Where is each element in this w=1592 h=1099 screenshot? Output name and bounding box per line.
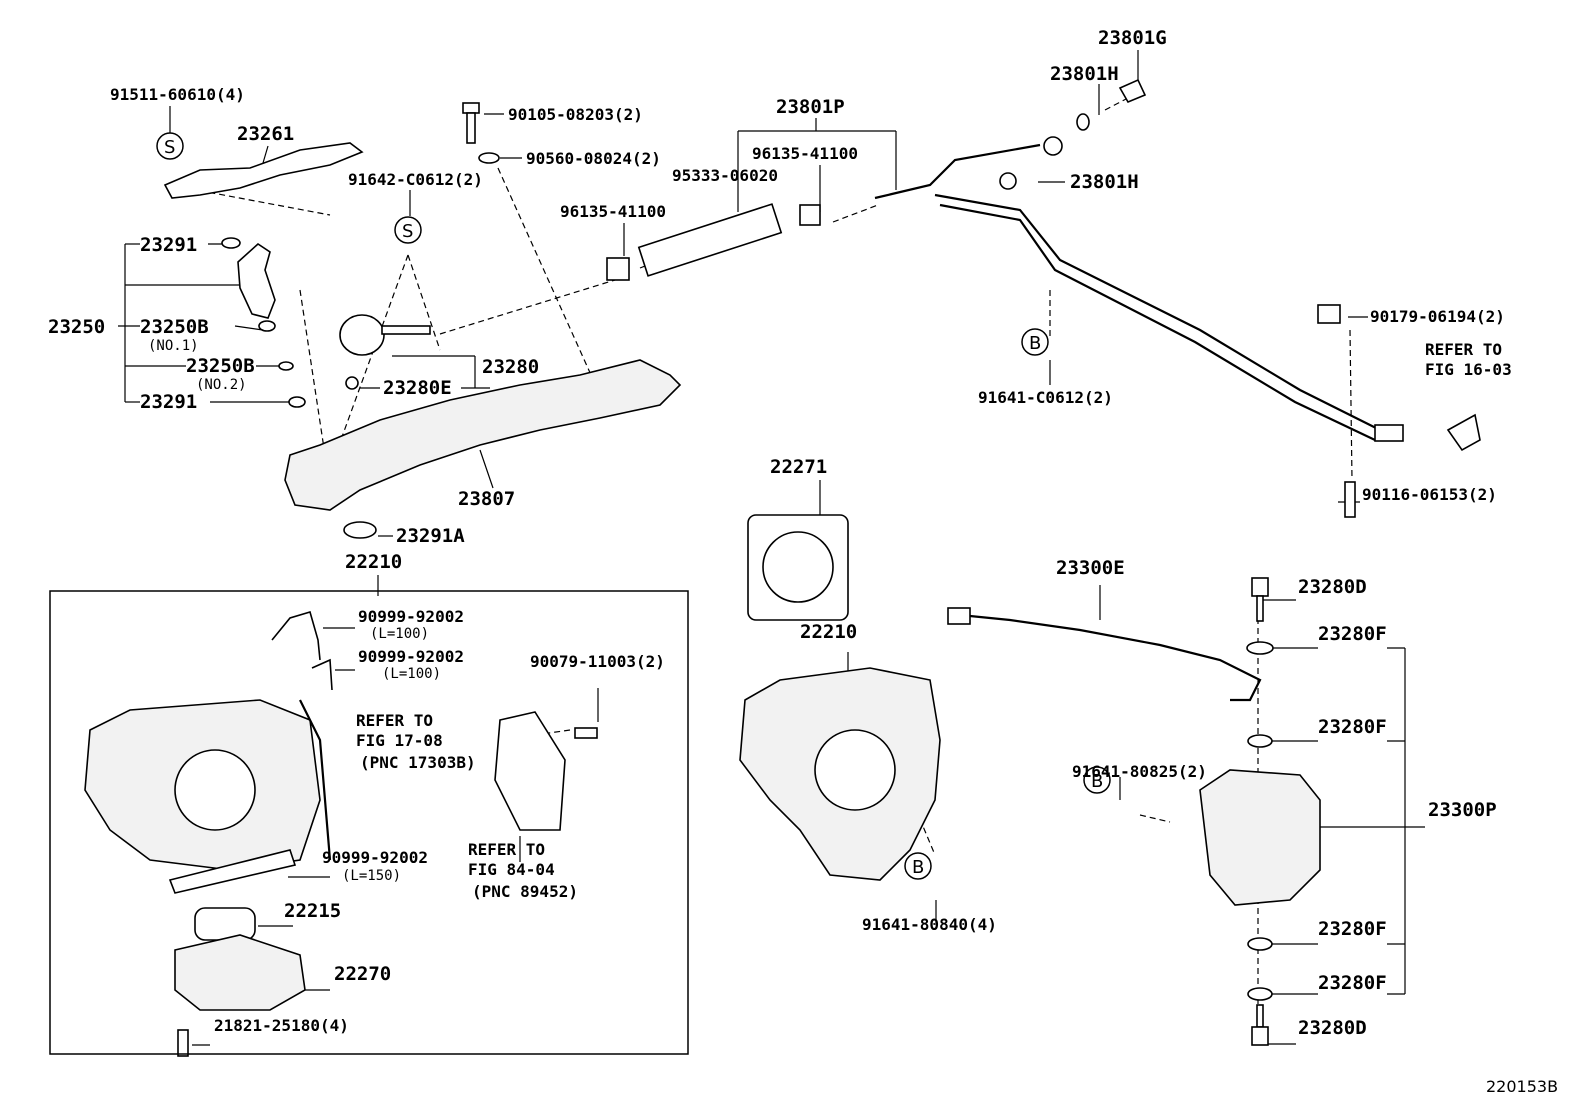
- fuel-hose-95333: [637, 203, 783, 277]
- label-refer-84-04-b: FIG 84-04: [468, 860, 555, 879]
- label-hose-3: 90999-92002: [322, 848, 428, 867]
- label-90079: 90079-11003(2): [530, 652, 665, 671]
- label-91641-80840: 91641-80840(4): [862, 915, 997, 934]
- label-no1: (NO.1): [148, 338, 199, 354]
- label-23280F-b: 23280F: [1318, 716, 1387, 738]
- badge-s-1: S: [156, 132, 184, 160]
- label-23280E: 23280E: [383, 377, 452, 399]
- pulsation-damper: [1199, 769, 1321, 906]
- label-91641-80825: 91641-80825(2): [1072, 762, 1207, 781]
- vacuum-hose-2: [311, 658, 333, 691]
- label-hose-2: 90999-92002: [358, 647, 464, 666]
- label-23261: 23261: [237, 123, 294, 145]
- label-hose-2-len: (L=100): [382, 666, 441, 682]
- label-23280D-b: 23280D: [1298, 1017, 1367, 1039]
- svg-text:S: S: [164, 137, 175, 158]
- label-23280: 23280: [482, 356, 539, 378]
- label-23300P: 23300P: [1428, 799, 1497, 821]
- svg-text:B: B: [912, 857, 924, 878]
- badge-s-2: S: [394, 216, 422, 244]
- label-91641-c0612: 91641-C0612(2): [978, 388, 1113, 407]
- label-91642: 91642-C0612(2): [348, 170, 483, 189]
- fuel-hose-23300E: [959, 613, 1262, 702]
- bolt-90105: [462, 102, 480, 114]
- box-label: 22210: [345, 551, 402, 573]
- svg-text:B: B: [1029, 333, 1041, 354]
- pressure-regulator: [339, 314, 385, 356]
- label-91511: 91511-60610(4): [110, 85, 245, 104]
- label-22215: 22215: [284, 900, 341, 922]
- label-23250B-2: 23250B: [186, 355, 255, 377]
- label-23801P: 23801P: [776, 96, 845, 118]
- label-no2: (NO.2): [196, 377, 247, 393]
- label-refer-84-04-c: (PNC 89452): [472, 882, 578, 901]
- fuel-rail-23807: [284, 359, 682, 511]
- badge-b-3: B: [904, 852, 932, 880]
- injector: [237, 242, 276, 319]
- assembly-box: [49, 590, 689, 1055]
- label-23280F-a: 23280F: [1318, 623, 1387, 645]
- figure-id: 220153B: [1486, 1077, 1558, 1096]
- svg-text:B: B: [1091, 771, 1103, 792]
- label-refer-17-08-a: REFER TO: [356, 711, 433, 730]
- badge-b-1: B: [1021, 328, 1049, 356]
- iac-valve-22270: [174, 934, 306, 1011]
- label-96135-b: 96135-41100: [560, 202, 666, 221]
- label-90105: 90105-08203(2): [508, 105, 643, 124]
- insulator-23261: [163, 142, 364, 199]
- label-22270: 22270: [334, 963, 391, 985]
- label-90560: 90560-08024(2): [526, 149, 661, 168]
- label-23280F-c: 23280F: [1318, 918, 1387, 940]
- badge-b-2: B: [1083, 766, 1111, 794]
- vacuum-hose-1: [271, 611, 321, 661]
- label-23801H-b: 23801H: [1070, 171, 1139, 193]
- label-23250B-1: 23250B: [140, 316, 209, 338]
- label-refer-17-08-c: (PNC 17303B): [360, 753, 476, 772]
- label-23801H-a: 23801H: [1050, 63, 1119, 85]
- vacuum-hose-3: [168, 849, 297, 894]
- label-23300E: 23300E: [1056, 557, 1125, 579]
- label-90116: 90116-06153(2): [1362, 485, 1497, 504]
- label-23807: 23807: [458, 488, 515, 510]
- label-23250: 23250: [48, 316, 105, 338]
- label-90179: 90179-06194(2): [1370, 307, 1505, 326]
- label-23291-a: 23291: [140, 234, 197, 256]
- parts-graphics: [84, 78, 1481, 1057]
- label-hose-1: 90999-92002: [358, 607, 464, 626]
- label-95333: 95333-06020: [672, 166, 778, 185]
- label-23280D-a: 23280D: [1298, 576, 1367, 598]
- label-23291-b: 23291: [140, 391, 197, 413]
- label-hose-3-len: (L=150): [342, 868, 401, 884]
- label-23291A: 23291A: [396, 525, 465, 547]
- label-refer-17-08-b: FIG 17-08: [356, 731, 443, 750]
- label-hose-1-len: (L=100): [370, 626, 429, 642]
- label-23801G: 23801G: [1098, 27, 1167, 49]
- label-22210-right: 22210: [800, 621, 857, 643]
- label-refer-84-04-a: REFER TO: [468, 840, 545, 859]
- tps-sensor: [494, 711, 566, 831]
- part-labels: 91511-60610(4) 23261 90105-08203(2) 9056…: [48, 27, 1512, 1039]
- label-refer-16-03-a: REFER TO: [1425, 340, 1502, 359]
- label-96135-a: 96135-41100: [752, 144, 858, 163]
- gasket-22215: [194, 907, 256, 941]
- svg-text:S: S: [402, 221, 413, 242]
- label-23280F-d: 23280F: [1318, 972, 1387, 994]
- label-refer-16-03-b: FIG 16-03: [1425, 360, 1512, 379]
- label-22271: 22271: [770, 456, 827, 478]
- label-21821: 21821-25180(4): [214, 1016, 349, 1035]
